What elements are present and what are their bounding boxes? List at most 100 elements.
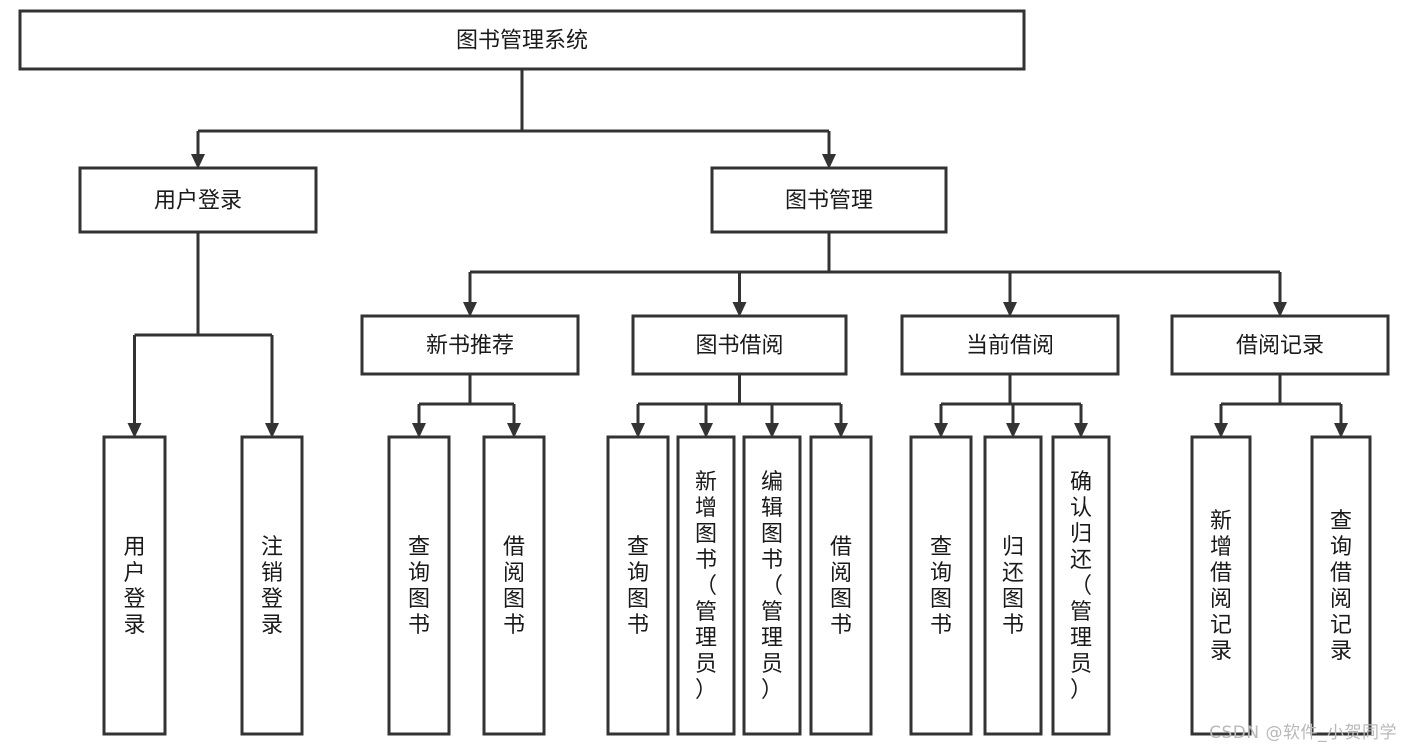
node-leaf-rec-query-book[interactable]: 查询图书 (387, 435, 451, 736)
connector-borrow-record-to-leaf-rec-add-record (1214, 404, 1228, 438)
connector-book-borrow-to-leaf-borrow-query-book (631, 404, 645, 438)
node-box (78, 166, 318, 234)
node-user-login[interactable]: 用户登录 (78, 166, 318, 234)
connector-bus (941, 374, 1081, 406)
node-label: 查询借阅记录 (1330, 509, 1352, 664)
node-label: 确认归还（管理员） (1070, 470, 1092, 703)
arrow-head-icon (1006, 423, 1020, 438)
node-current-borrow[interactable]: 当前借阅 (900, 314, 1120, 376)
node-label: 用户登录 (123, 535, 145, 638)
arrow-head-icon (699, 423, 713, 438)
connector-book-manage-to-new-book-rec (463, 272, 477, 317)
node-book-manage[interactable]: 图书管理 (710, 166, 948, 234)
connector-user-login-to-leaf-user-logout (265, 335, 279, 438)
node-label: 图书借阅 (695, 334, 783, 359)
connector-layer (127, 69, 1348, 438)
node-leaf-borrow-borrow-book[interactable]: 借阅图书 (809, 435, 873, 736)
connector-bus (470, 232, 1280, 274)
arrow-head-icon (191, 154, 205, 169)
node-leaf-cur-query-book[interactable]: 查询图书 (909, 435, 973, 736)
node-label: 图书管理系统 (456, 29, 588, 54)
connector-book-manage-to-book-borrow (732, 272, 747, 317)
node-leaf-rec-borrow-book[interactable]: 借阅图书 (482, 435, 546, 736)
node-leaf-borrow-query-book[interactable]: 查询图书 (606, 435, 670, 736)
node-box (809, 435, 873, 736)
node-leaf-borrow-edit-book[interactable]: 编辑图书（管理员） (742, 435, 802, 736)
node-leaf-cur-confirm-return[interactable]: 确认归还（管理员） (1051, 435, 1111, 736)
node-box (983, 435, 1043, 736)
node-box (102, 435, 167, 736)
node-box (631, 314, 848, 376)
connector-bus (134, 232, 272, 337)
connector-current-borrow-to-leaf-cur-return-book (1006, 404, 1020, 438)
arrow-head-icon (1074, 423, 1088, 438)
node-label: 编辑图书（管理员） (761, 470, 783, 703)
node-label: 借阅图书 (830, 535, 852, 638)
node-book-borrow[interactable]: 图书借阅 (631, 314, 848, 376)
arrow-head-icon (732, 302, 747, 317)
node-leaf-rec-add-record[interactable]: 新增借阅记录 (1190, 435, 1252, 736)
arrow-head-icon (1214, 423, 1228, 438)
node-borrow-record[interactable]: 借阅记录 (1170, 314, 1390, 376)
node-box (710, 166, 948, 234)
node-label: 查询图书 (627, 535, 649, 638)
connector-book-borrow-to-leaf-borrow-edit-book (765, 404, 779, 438)
node-box (909, 435, 973, 736)
node-box (482, 435, 546, 736)
node-label: 注销登录 (261, 535, 283, 638)
node-label: 借阅记录 (1236, 334, 1324, 359)
node-label: 归还图书 (1002, 535, 1024, 638)
arrow-head-icon (507, 423, 521, 438)
node-label: 新增借阅记录 (1210, 509, 1232, 664)
node-label: 图书管理 (785, 189, 873, 214)
connector-bus (198, 69, 829, 133)
connector-bus (1221, 374, 1341, 406)
connector-current-borrow-to-leaf-cur-confirm-return (1074, 404, 1088, 438)
node-box (1051, 435, 1111, 736)
node-box (360, 314, 580, 376)
connector-new-book-rec-to-leaf-rec-query-book (412, 404, 426, 438)
node-new-book-rec[interactable]: 新书推荐 (360, 314, 580, 376)
node-leaf-cur-return-book[interactable]: 归还图书 (983, 435, 1043, 736)
node-box (240, 435, 304, 736)
node-label: 新书推荐 (426, 334, 514, 359)
connector-book-borrow-to-leaf-borrow-add-book (699, 404, 713, 438)
connector-bus (638, 374, 841, 406)
arrow-head-icon (1273, 302, 1287, 317)
arrow-head-icon (265, 423, 279, 438)
node-leaf-user-logout[interactable]: 注销登录 (240, 435, 304, 736)
node-label: 新增图书（管理员） (695, 470, 717, 703)
node-box (900, 314, 1120, 376)
node-root[interactable]: 图书管理系统 (18, 9, 1026, 71)
node-box (18, 9, 1026, 71)
connector-book-manage-to-borrow-record (1273, 272, 1287, 317)
connector-borrow-record-to-leaf-rec-query-record (1334, 404, 1348, 438)
node-label: 用户登录 (154, 189, 242, 214)
node-label: 查询图书 (930, 535, 952, 638)
arrow-head-icon (1003, 302, 1017, 317)
connector-user-login-to-leaf-user-login (127, 335, 142, 438)
connector-root-to-user-login (191, 131, 205, 169)
arrow-head-icon (412, 423, 426, 438)
node-box (1170, 314, 1390, 376)
node-leaf-rec-query-record[interactable]: 查询借阅记录 (1310, 435, 1372, 736)
connector-current-borrow-to-leaf-cur-query-book (934, 404, 948, 438)
arrow-head-icon (934, 423, 948, 438)
node-leaf-borrow-add-book[interactable]: 新增图书（管理员） (676, 435, 736, 736)
arrow-head-icon (822, 154, 836, 169)
arrow-head-icon (127, 423, 142, 438)
connector-root-to-book-manage (822, 131, 836, 169)
connector-book-borrow-to-leaf-borrow-borrow-book (834, 404, 848, 438)
arrow-head-icon (1334, 423, 1348, 438)
arrow-head-icon (631, 423, 645, 438)
arrow-head-icon (834, 423, 848, 438)
watermark-label: CSDN @软件_小贺同学 (1209, 723, 1397, 743)
node-box (676, 435, 736, 736)
connector-bus (419, 374, 514, 406)
node-layer: 图书管理系统用户登录图书管理新书推荐图书借阅当前借阅借阅记录用户登录注销登录查询… (18, 9, 1390, 736)
node-leaf-user-login[interactable]: 用户登录 (102, 435, 167, 736)
node-box (1190, 435, 1252, 736)
arrow-head-icon (463, 302, 477, 317)
